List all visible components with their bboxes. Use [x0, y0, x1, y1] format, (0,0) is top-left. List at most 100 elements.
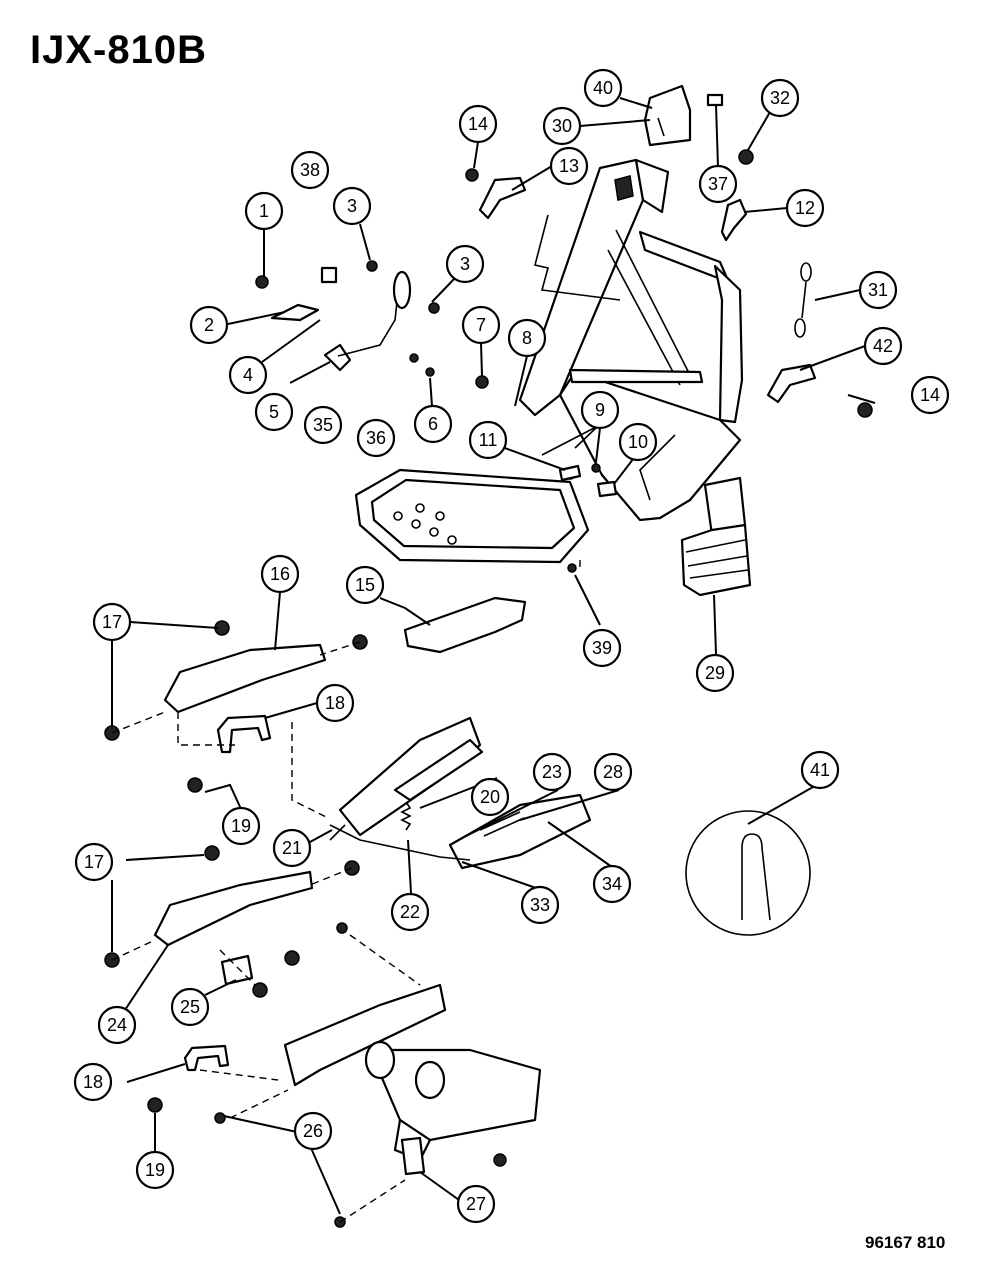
- callout-11: 11: [468, 420, 508, 460]
- figure-number: 96167 810: [865, 1233, 946, 1252]
- outer-shield-lower: [153, 870, 314, 947]
- callout-2: 2: [189, 305, 229, 345]
- detail-view: [685, 810, 811, 936]
- hinge-bracket: [323, 343, 352, 372]
- svg-text:27: 27: [466, 1194, 486, 1214]
- fastener: [252, 982, 268, 998]
- callout-27: 27: [456, 1184, 496, 1224]
- fastener: [366, 260, 378, 272]
- diagram-id: IJX-810B: [30, 28, 207, 72]
- callout-20: 20: [470, 777, 510, 817]
- svg-text:31: 31: [868, 280, 888, 300]
- callout-32: 32: [760, 78, 800, 118]
- fastener: [204, 845, 220, 861]
- callout-3b: 3: [445, 244, 485, 284]
- callout-5: 5: [254, 392, 294, 432]
- fastener: [187, 777, 203, 793]
- svg-text:5: 5: [269, 402, 279, 422]
- svg-text:12: 12: [795, 198, 815, 218]
- spring: [400, 801, 412, 831]
- svg-text:23: 23: [542, 762, 562, 782]
- fastener: [591, 463, 601, 473]
- svg-text:25: 25: [180, 997, 200, 1017]
- side-shield-cover: [403, 596, 527, 654]
- svg-text:35: 35: [313, 415, 333, 435]
- power-adjuster: [448, 793, 592, 870]
- svg-text:1: 1: [259, 201, 269, 221]
- fastener: [147, 1097, 163, 1113]
- pivot-pin-10: [596, 480, 618, 498]
- callout-7: 7: [461, 305, 501, 345]
- callout-8: 8: [507, 318, 547, 358]
- svg-text:9: 9: [595, 400, 605, 420]
- outer-shield-upper: [163, 643, 327, 714]
- callout-30: 30: [542, 106, 582, 146]
- callout-29: 29: [695, 653, 735, 693]
- svg-text:29: 29: [705, 663, 725, 683]
- fastener: [475, 375, 489, 389]
- svg-text:20: 20: [480, 787, 500, 807]
- callout-28: 28: [593, 752, 633, 792]
- seat-track-upper: [329, 716, 484, 841]
- callout-42: 42: [863, 326, 903, 366]
- svg-text:37: 37: [708, 174, 728, 194]
- svg-text:33: 33: [530, 895, 550, 915]
- svg-text:11: 11: [479, 430, 498, 450]
- fastener: [425, 367, 435, 377]
- callout-3a: 3: [332, 186, 372, 226]
- bracket-lower: [183, 1044, 230, 1072]
- bracket-upper: [216, 714, 272, 754]
- fastener: [738, 149, 754, 165]
- fastener: [409, 353, 419, 363]
- pivot-pin-11: [558, 464, 582, 482]
- svg-text:32: 32: [770, 88, 790, 108]
- svg-text:17: 17: [84, 852, 104, 872]
- fastener: [336, 922, 348, 934]
- fastener: [465, 168, 479, 182]
- svg-text:34: 34: [602, 874, 622, 894]
- recliner-handle-upper: [478, 176, 527, 220]
- release-lever: [720, 198, 748, 242]
- svg-text:39: 39: [592, 638, 612, 658]
- callout-6: 6: [413, 404, 453, 444]
- svg-text:6: 6: [428, 414, 438, 434]
- svg-text:42: 42: [873, 336, 893, 356]
- callout-35: 35: [303, 405, 343, 445]
- svg-text:15: 15: [355, 575, 375, 595]
- callout-4: 4: [228, 355, 268, 395]
- svg-text:18: 18: [325, 693, 345, 713]
- svg-text:40: 40: [593, 78, 613, 98]
- fastener: [214, 1112, 226, 1124]
- svg-text:13: 13: [559, 156, 579, 176]
- callout-17a: 17: [92, 602, 132, 642]
- svg-text:4: 4: [243, 365, 253, 385]
- callout-39: 39: [582, 628, 622, 668]
- callout-40: 40: [583, 68, 623, 108]
- callout-22: 22: [390, 892, 430, 932]
- svg-text:22: 22: [400, 902, 420, 922]
- callout-25: 25: [170, 987, 210, 1027]
- spacer-block: [220, 954, 254, 986]
- callout-37: 37: [698, 164, 738, 204]
- svg-text:38: 38: [300, 160, 320, 180]
- callout-36: 36: [356, 418, 396, 458]
- callout-21: 21: [272, 828, 312, 868]
- fastener: [255, 275, 269, 289]
- seat-track-lower: [283, 983, 542, 1162]
- svg-text:30: 30: [552, 116, 572, 136]
- hinge-link: [337, 274, 401, 357]
- svg-text:2: 2: [204, 315, 214, 335]
- callout-41: 41: [800, 750, 840, 790]
- callout-18a: 18: [315, 683, 355, 723]
- svg-text:19: 19: [231, 816, 251, 836]
- callout-17b: 17: [74, 842, 114, 882]
- callout-16: 16: [260, 554, 300, 594]
- plate-27: [400, 1136, 426, 1176]
- svg-text:21: 21: [282, 838, 302, 858]
- callout-24: 24: [97, 1005, 137, 1045]
- callout-19a: 19: [221, 806, 261, 846]
- fastener: [857, 402, 873, 418]
- bracket-2: [270, 303, 320, 322]
- svg-text:41: 41: [810, 760, 830, 780]
- fastener: [567, 563, 577, 573]
